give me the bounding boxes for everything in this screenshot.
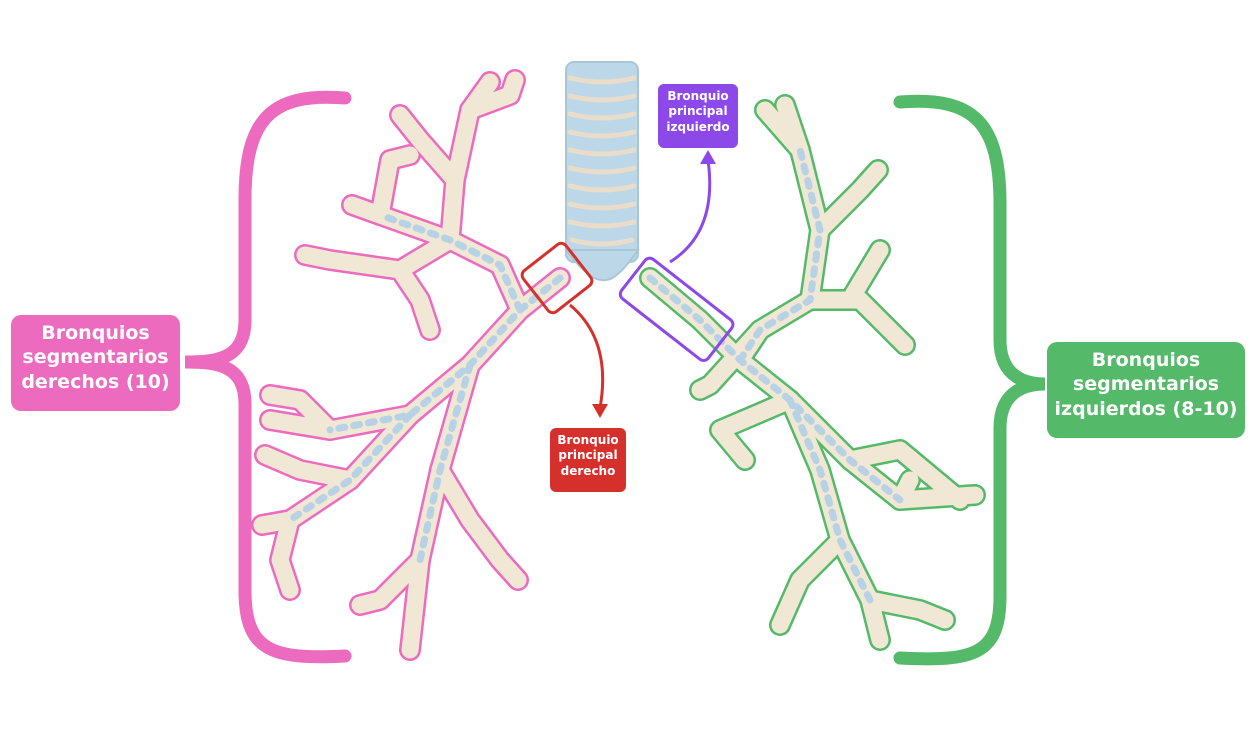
right-segmental-brace bbox=[185, 97, 345, 657]
right-main-label-line3: derecho bbox=[550, 464, 626, 479]
left-main-label-line1: Bronquio bbox=[658, 89, 738, 104]
right-segmental-label-line2: segmentarios bbox=[11, 345, 180, 369]
left-segmental-label-line3: izquierdos (8-10) bbox=[1047, 397, 1245, 421]
left-segmental-bronchi-label: Bronquios segmentarios izquierdos (8-10) bbox=[1047, 342, 1245, 438]
right-segmental-label-line1: Bronquios bbox=[11, 321, 180, 345]
right-main-label-line2: principal bbox=[550, 448, 626, 463]
left-main-bronchus-label: Bronquio principal izquierdo bbox=[658, 84, 738, 148]
right-segmental-bronchi-label: Bronquios segmentarios derechos (10) bbox=[11, 315, 180, 411]
left-main-label-line3: izquierdo bbox=[658, 120, 738, 135]
left-segmental-label-line2: segmentarios bbox=[1047, 372, 1245, 396]
left-main-arrow bbox=[670, 150, 716, 262]
right-segmental-label-line3: derechos (10) bbox=[11, 370, 180, 394]
left-segmental-label-line1: Bronquios bbox=[1047, 348, 1245, 372]
right-main-bronchus-label: Bronquio principal derecho bbox=[550, 428, 626, 492]
left-segmental-brace bbox=[900, 101, 1045, 659]
right-bronchial-tree bbox=[262, 80, 560, 650]
right-main-arrow bbox=[570, 305, 608, 418]
right-main-label-line1: Bronquio bbox=[550, 433, 626, 448]
left-bronchial-tree bbox=[650, 105, 975, 640]
left-main-label-line2: principal bbox=[658, 104, 738, 119]
trachea bbox=[566, 62, 638, 280]
